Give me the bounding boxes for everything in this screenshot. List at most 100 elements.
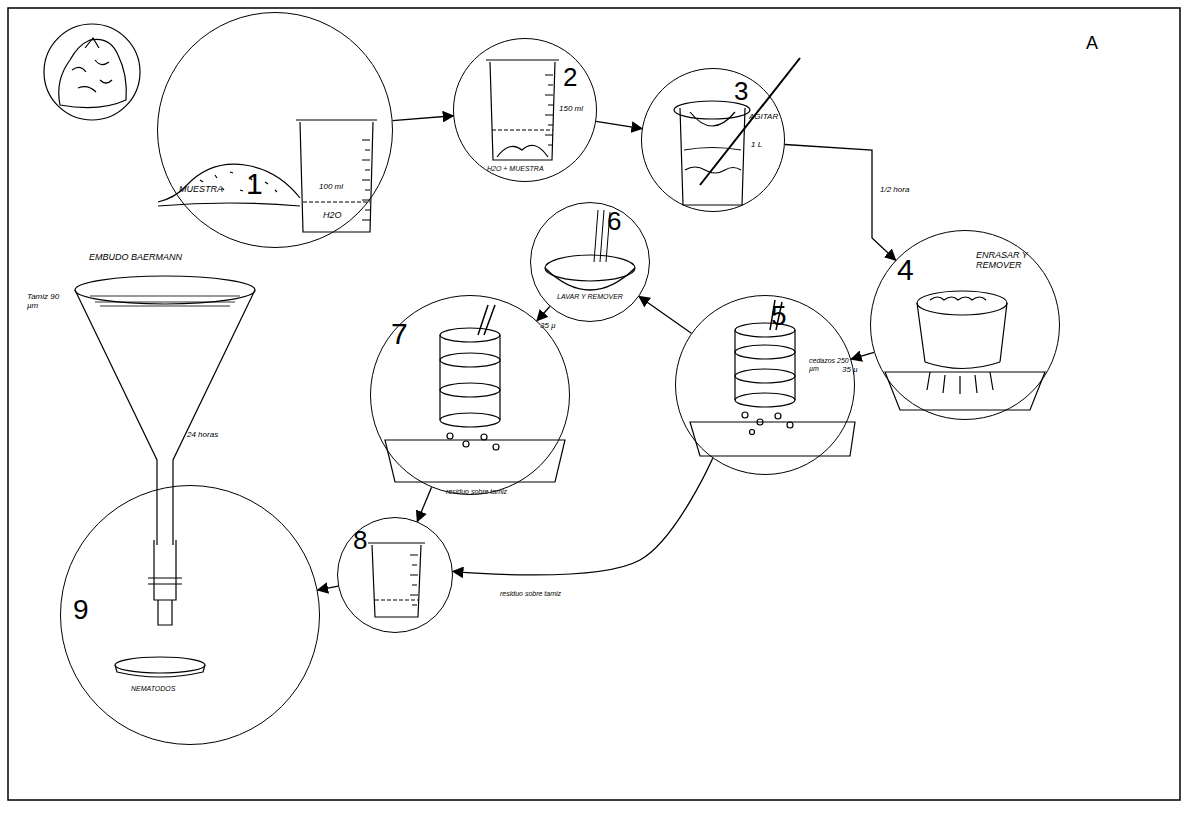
panel-letter: A (1086, 34, 1098, 54)
frame (8, 8, 1180, 800)
step-note: H2O (323, 211, 342, 221)
step-circle: 8 (337, 517, 453, 633)
step-number: 3 (734, 77, 748, 106)
flow-arrow (393, 116, 454, 121)
bucket-and-basin-part (917, 303, 1007, 362)
beaker (296, 120, 377, 232)
beaker-part (303, 201, 370, 202)
stirring-beaker-part (680, 108, 745, 205)
sieve-stack-part (481, 434, 487, 440)
sieve-stack-part (478, 305, 495, 335)
flow-arrow (785, 145, 896, 261)
sieve-stack-part (440, 335, 500, 420)
edge-label: 35 µ (540, 322, 556, 331)
baermann-funnel (75, 276, 255, 677)
wash-bowl-part (545, 268, 635, 290)
beaker-part (296, 120, 377, 232)
flow-arrow (537, 307, 550, 321)
sieve-stack-part (463, 441, 469, 447)
baermann-funnel-part (90, 296, 240, 306)
wash-bowl-part (545, 255, 635, 281)
baermann-funnel-part (158, 600, 172, 625)
edge-label: 35 µ (842, 366, 858, 375)
step-note: 24 horas (187, 431, 218, 440)
step-number: 9 (73, 595, 89, 626)
sample-bag (44, 24, 140, 120)
sieve-stack-part (735, 345, 795, 359)
beaker-part (486, 60, 559, 160)
beaker-part (368, 543, 425, 617)
step-note: ENRASAR Y REMOVER (976, 251, 1046, 271)
flow-arrow (639, 297, 691, 334)
sieve-stack (385, 305, 565, 482)
beaker-part (545, 75, 553, 145)
step-note: LAVAR Y REMOVER (557, 293, 629, 301)
baermann-funnel-part (148, 578, 182, 584)
beaker (368, 543, 425, 617)
sieve-stack-part (735, 330, 795, 400)
beaker-part (375, 599, 418, 600)
step-note: Tamiz 90 µm (27, 293, 71, 311)
step-note: 150 ml (559, 105, 583, 114)
beaker-part (362, 140, 370, 220)
step-circle: 2150 mlH2O + MUESTRA (453, 38, 597, 182)
baermann-funnel-part (154, 540, 176, 600)
edge-label: residuo sobre tamiz (500, 590, 590, 598)
sieve-stack-part (757, 419, 763, 425)
step-number: 4 (897, 253, 914, 286)
step-note: NEMATODOS (131, 685, 175, 693)
connector-group (318, 116, 896, 590)
bucket-and-basin-part (927, 372, 993, 394)
step-circle: 9EMBUDO BAERMANNTamiz 90 µm24 horasNEMAT… (60, 485, 320, 745)
sieve-stack-part (440, 353, 500, 367)
bucket-and-basin-part (925, 362, 1000, 369)
flow-arrow (851, 352, 874, 359)
flow-arrow (453, 458, 713, 575)
step-number: 7 (391, 317, 408, 350)
edge-label: residuo sobre tamiz (446, 488, 518, 496)
step-circle: 4 ENRASAR Y REMOVER (870, 230, 1060, 420)
sieve-stack-part (440, 383, 500, 397)
bucket-and-basin-part (930, 297, 986, 300)
baermann-funnel-part (75, 276, 255, 304)
step-note: AGITAR (749, 113, 778, 122)
step-circle: 3AGITAR1 L (641, 68, 785, 212)
baermann-funnel-part (115, 665, 205, 677)
soil-sample (158, 164, 300, 206)
sieve-stack-part (750, 430, 755, 435)
sample-bag-part (59, 39, 127, 107)
bucket-and-basin-part (885, 372, 1045, 410)
step-circle: 6LAVAR Y REMOVER (530, 202, 650, 322)
sample-bag-part (72, 38, 112, 92)
bucket-and-basin (885, 291, 1045, 410)
sieve-stack-part (440, 328, 500, 342)
step-circle: 5cedazos 250 µm (675, 295, 855, 475)
stirring-beaker-part (700, 58, 800, 185)
sieve-stack-part (735, 369, 795, 383)
stirring-beaker (674, 58, 800, 205)
edge-label: 1/2 hora (880, 186, 909, 195)
step-number: 5 (771, 301, 787, 332)
flow-arrow (318, 586, 338, 590)
step-circle: 1MUESTRAH2O100 ml (157, 12, 393, 248)
sample-bag-part (44, 24, 140, 120)
bucket-and-basin-part (917, 291, 1007, 315)
sieve-stack-part (742, 412, 748, 418)
sieve-stack-part (787, 422, 793, 428)
sieve-stack-part (440, 413, 500, 427)
beaker-part (492, 129, 553, 130)
beaker-part (497, 145, 548, 157)
sieve-stack (690, 300, 855, 456)
sieve-stack-part (385, 440, 565, 482)
step-number: 8 (353, 526, 367, 555)
stirring-beaker-part (690, 112, 735, 126)
baermann-funnel-part (115, 657, 205, 673)
frame-part (8, 8, 1180, 800)
sieve-stack-part (775, 413, 781, 419)
baermann-funnel-part (75, 290, 255, 545)
step-note: EMBUDO BAERMANN (89, 253, 182, 263)
flow-arrow (596, 121, 642, 128)
